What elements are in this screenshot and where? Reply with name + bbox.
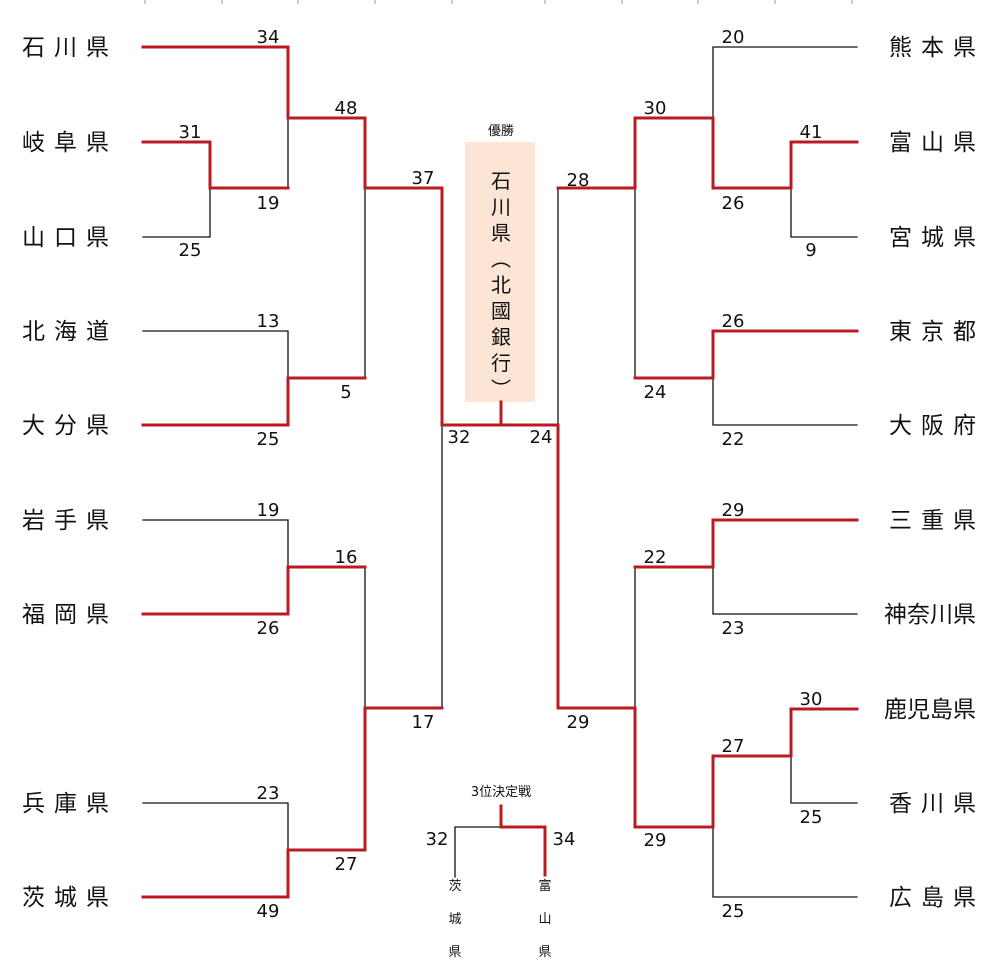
team-name-right: 富山県 xyxy=(889,130,985,156)
team-name-left: 岩手県 xyxy=(22,508,118,534)
team-name-left: 山口県 xyxy=(22,225,118,251)
score-toyama-sf: 28 xyxy=(567,170,590,191)
team-name-left: 福岡県 xyxy=(22,602,118,628)
score-iwate-r1: 19 xyxy=(257,500,280,521)
team-name-right: 鹿児島県 xyxy=(884,697,976,723)
team-name-right: 大阪府 xyxy=(889,413,985,439)
score-gifu-r1: 19 xyxy=(257,193,280,214)
score-kumamoto-r1: 20 xyxy=(722,27,745,48)
team-name-left: 石川県 xyxy=(22,35,118,61)
score-oita-r1: 25 xyxy=(257,429,280,450)
third-place-left-team: 茨城県 xyxy=(448,879,461,960)
score-mie-r1: 29 xyxy=(722,500,745,521)
team-name-right: 広島県 xyxy=(889,885,985,911)
score-toyama-final: 24 xyxy=(530,427,553,448)
score-toyama-r0: 41 xyxy=(800,122,823,143)
score-mie-qf: 22 xyxy=(644,547,667,568)
team-name-left: 大分県 xyxy=(22,413,118,439)
score-tokyo-qf: 24 xyxy=(644,382,667,403)
team-name-left: 岐阜県 xyxy=(22,130,118,156)
team-name-right: 三重県 xyxy=(889,508,985,534)
score-ishikawa-final: 32 xyxy=(448,427,471,448)
team-name-left: 北海道 xyxy=(22,319,118,345)
team-name-right: 香川県 xyxy=(889,791,985,817)
score-kagoshima-qf: 29 xyxy=(644,830,667,851)
score-fukuoka-qf: 16 xyxy=(335,547,358,568)
score-ibaraki-qf: 27 xyxy=(335,854,358,875)
score-kagoshima-r0: 30 xyxy=(800,689,823,710)
champion-name: 石川県︵北國銀行︶ xyxy=(491,169,511,401)
score-hyogo-r1: 23 xyxy=(257,783,280,804)
score-hiroshima-r1: 25 xyxy=(722,901,745,922)
team-name-left: 兵庫県 xyxy=(22,791,118,817)
team-name-right: 熊本県 xyxy=(889,35,985,61)
third-place-left-score: 32 xyxy=(426,829,449,850)
third-place-right-team: 富山県 xyxy=(538,878,551,960)
score-ishikawa-sf: 37 xyxy=(412,168,435,189)
top-tick-marks xyxy=(144,0,853,4)
score-tokyo-r1: 26 xyxy=(722,311,745,332)
score-osaka-r1: 22 xyxy=(722,429,745,450)
bracket-lines-winner xyxy=(141,45,859,899)
champion-label: 優勝 xyxy=(488,124,514,139)
score-kanagawa-r1: 23 xyxy=(722,618,745,639)
score-oita-qf: 5 xyxy=(340,382,351,403)
score-hokkaido-r1: 13 xyxy=(257,311,280,332)
score-fukuoka-r1: 26 xyxy=(257,618,280,639)
score-ishikawa-r1: 34 xyxy=(257,27,280,48)
team-name-right: 東京都 xyxy=(889,319,985,345)
score-toyama-qf: 30 xyxy=(644,98,667,119)
third-place-title: 3位決定戦 xyxy=(471,785,531,800)
score-kagoshima-r1: 27 xyxy=(722,736,745,757)
score-miyagi-r0: 9 xyxy=(805,240,816,261)
third-place-right-score: 34 xyxy=(553,829,576,850)
score-ibaraki-sf: 17 xyxy=(412,712,435,733)
team-name-left: 茨城県 xyxy=(22,885,118,911)
team-name-right: 宮城県 xyxy=(889,225,985,251)
score-yamaguchi-r0: 25 xyxy=(179,240,202,261)
score-kagawa-r0: 25 xyxy=(800,807,823,828)
score-ishikawa-qf: 48 xyxy=(335,98,358,119)
score-gifu-r0: 31 xyxy=(179,122,202,143)
score-kagoshima-sf: 29 xyxy=(567,712,590,733)
score-toyama-r1: 26 xyxy=(722,193,745,214)
team-name-right: 神奈川県 xyxy=(884,602,976,628)
score-ibaraki-r1: 49 xyxy=(257,901,280,922)
champion-box xyxy=(465,142,535,402)
